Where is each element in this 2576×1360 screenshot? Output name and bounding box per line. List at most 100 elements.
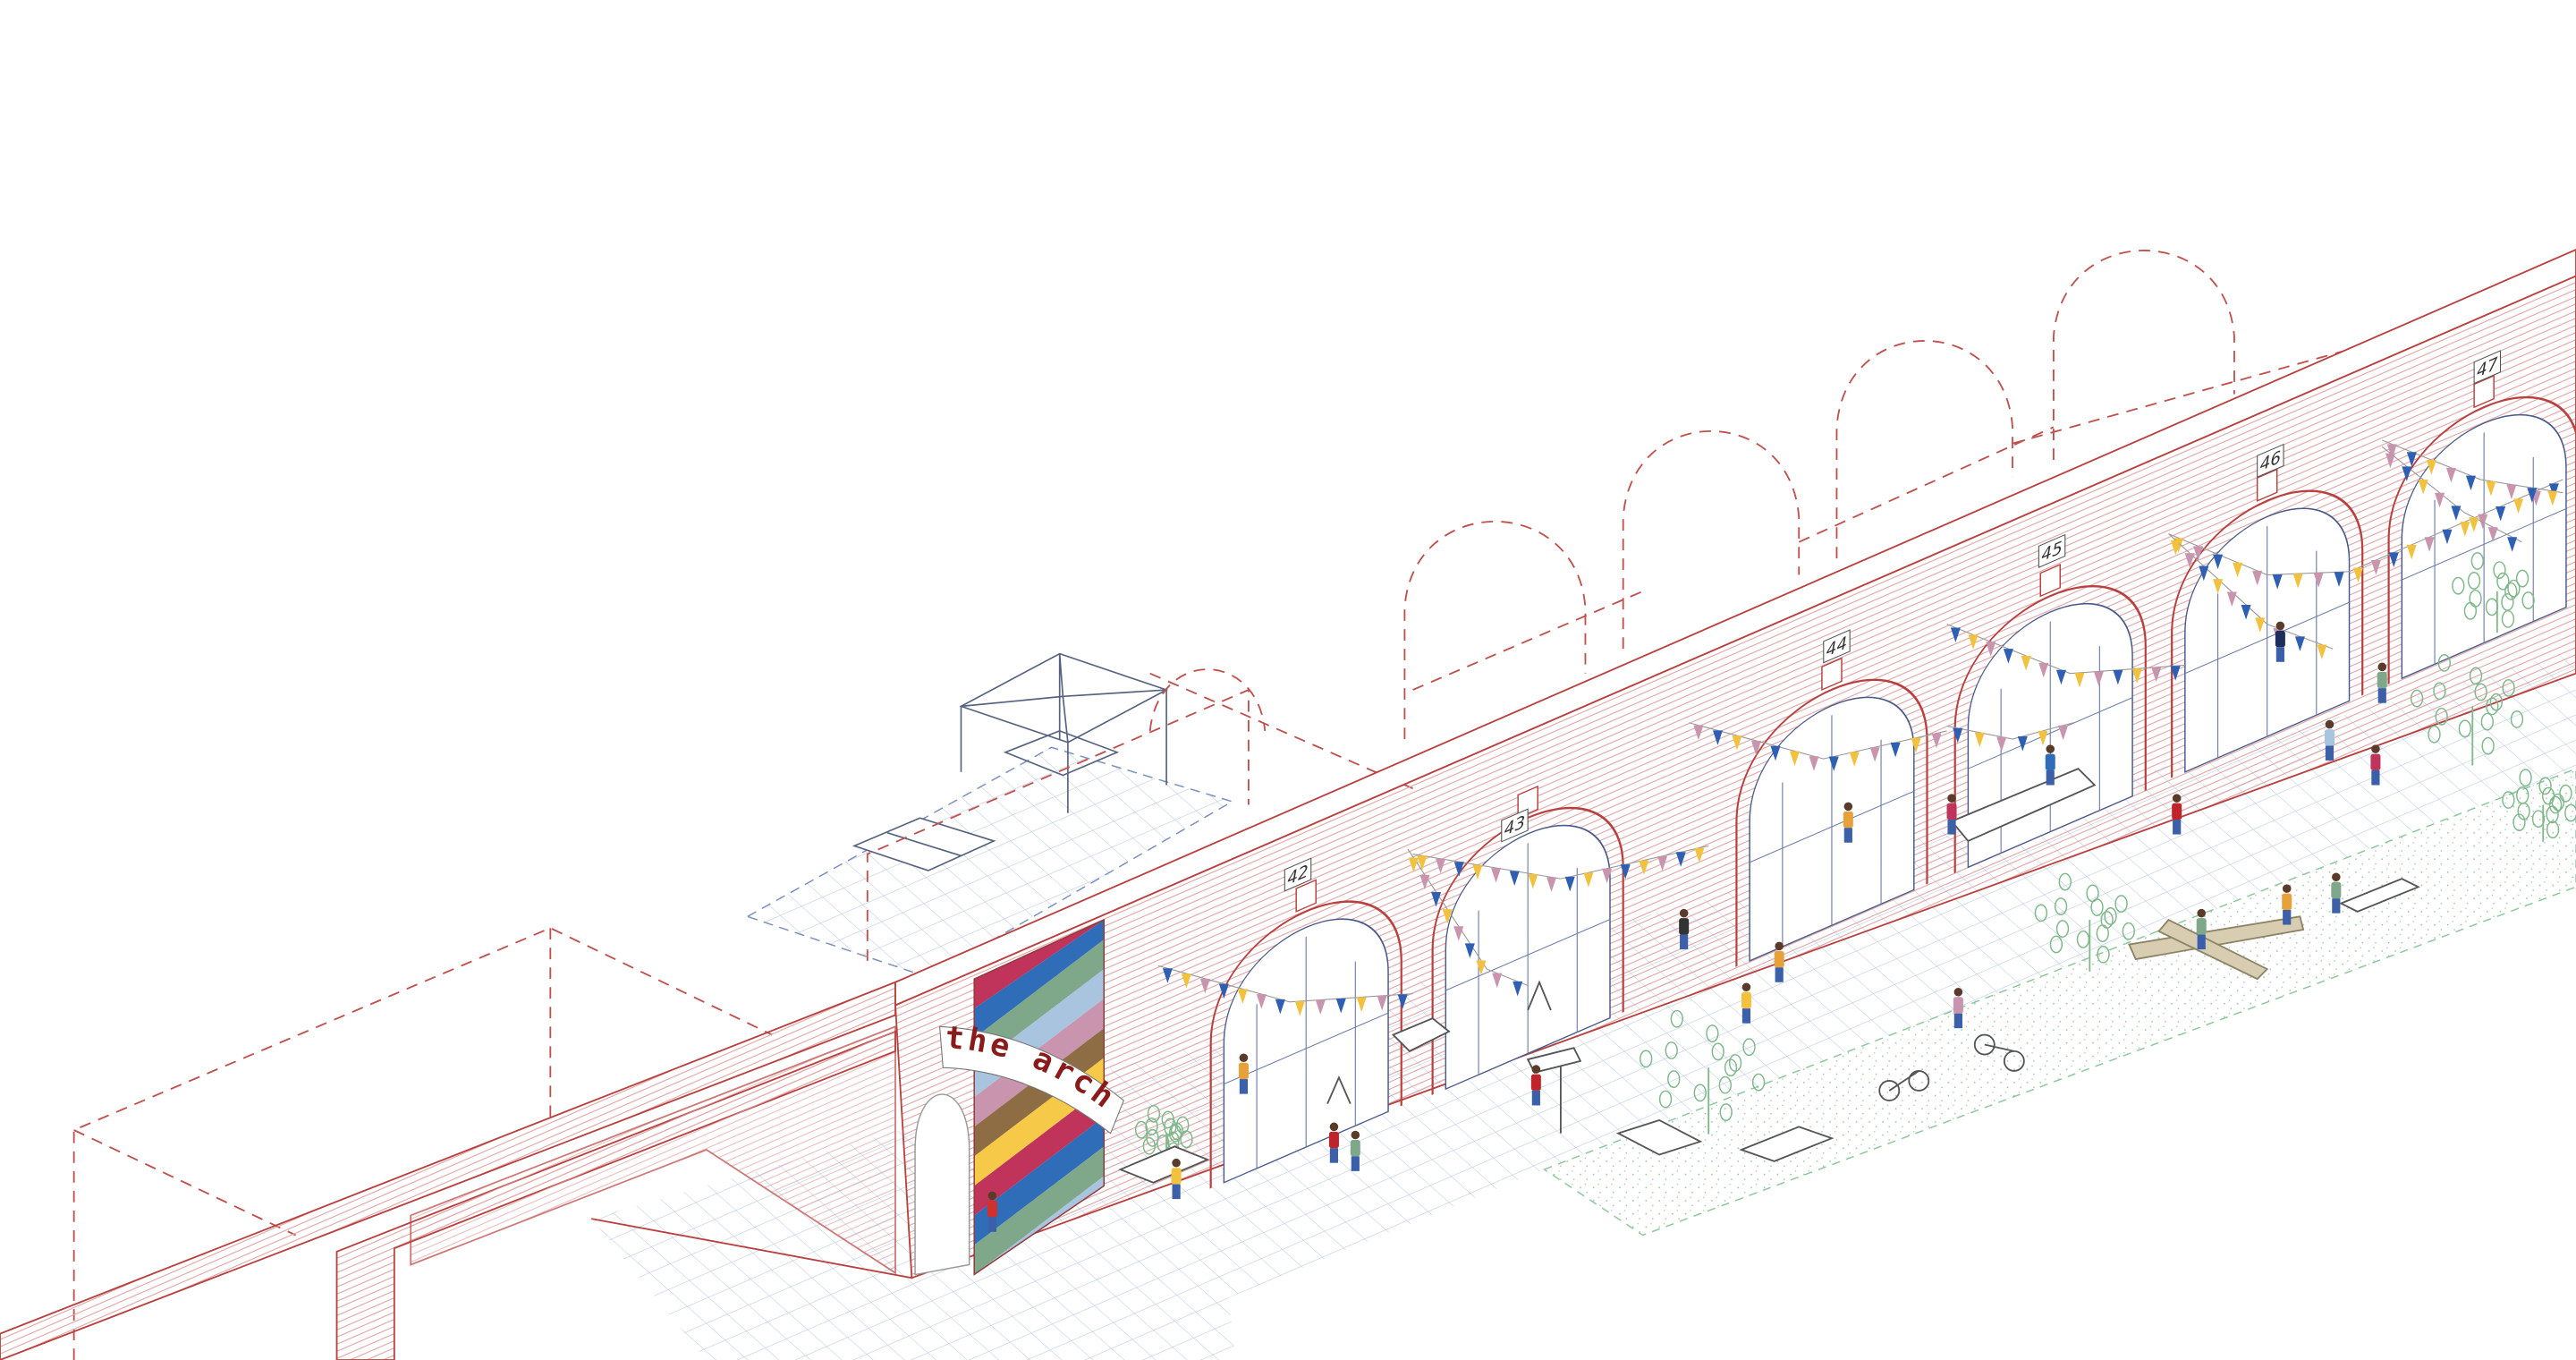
keystone [2256,468,2278,502]
arch-number: 43 [1504,812,1525,840]
bunting-flag [1417,855,1428,871]
person-legs [1843,828,1852,843]
bunting-flag [1492,973,1503,989]
bunting-flag [2469,517,2479,532]
tree-leaf [2493,561,2506,580]
arch-outline [1735,678,1928,967]
bunting-flag [2241,604,2251,620]
arch-mullions [1224,936,1389,1169]
tree-leaf [2433,682,2446,701]
tree-leaf [2122,922,2135,940]
bunting-flag [2038,730,2048,746]
person-head [1947,794,1956,803]
plaque-box [2473,350,2502,385]
bunting-flag [1583,872,1594,888]
person-body [1679,918,1690,935]
bunting-string [1946,722,2074,740]
tree-leaf [2546,820,2560,839]
bunting-flag [1275,999,1285,1015]
tree-leaf [2481,736,2495,755]
keystone [2473,374,2495,409]
bunting-string [2168,533,2334,650]
bunting-flag [1431,891,1442,907]
bunting-flag [1931,733,1942,749]
bunting-flag [2170,540,2181,556]
person [1328,1122,1339,1163]
arch-number: 42 [1287,861,1308,889]
arch-outline [1209,900,1402,1189]
bunting-string [1946,624,2185,675]
mural-stripe [974,1028,1105,1157]
bunting-flag [1828,756,1839,772]
person-head [1351,1130,1360,1140]
tree-leaf [2474,683,2487,701]
person-legs [1351,1156,1360,1171]
bunting-flag [2199,565,2209,582]
bunting-flag [2496,506,2506,522]
tree-leaf [2096,924,2109,943]
person-body [1530,1074,1541,1091]
person-legs [1172,1184,1181,1200]
bunting-flag [2460,522,2470,537]
arch-mullions [2402,432,2566,665]
person [1238,1053,1249,1094]
tree-leaf [2512,813,2526,832]
bunting-flag [2058,725,2069,741]
person-head [2275,621,2285,631]
tree-leaf [1146,1128,1159,1147]
person-body [2282,893,2292,911]
log-play-structure [2128,915,2305,981]
tree-leaf [2502,791,2515,809]
person-body [1328,1131,1339,1149]
bunting-flag [1442,909,1453,924]
bunting-flag [2385,453,2395,469]
bunting-flag [1911,737,1921,753]
person [2331,872,2342,914]
trees [1134,552,2576,1160]
bunting-flag [2527,488,2538,503]
keystone [2039,564,2061,598]
bunting-flag [2451,506,2462,521]
bench [1739,1126,1835,1162]
mural-stripe [974,1146,1105,1275]
person-legs [1680,934,1689,950]
people [987,621,2387,1232]
tree-leaf [2428,725,2441,744]
arch-number-plaque: 44 [1823,629,1851,664]
bunting-flag [2170,666,2181,681]
bunting-flag [1890,742,1901,758]
arch-number-plaque: 45 [2038,533,2066,568]
tree-leaf [1667,1070,1681,1088]
person [1530,1065,1541,1106]
person-legs [1953,1013,1962,1029]
bunting-flag [2426,460,2436,475]
bunting-flag [1199,978,1210,994]
person [1679,908,1690,950]
bunting-flag [2055,669,2066,685]
plaque-box [1823,629,1851,664]
person-legs [1947,820,1956,835]
bunting-flag [2292,574,2303,589]
person-legs [2173,820,2182,835]
bunting-flag [1181,973,1191,989]
bunting-flag [1732,735,1742,751]
tree-leaf [2076,930,2090,948]
person-legs [1239,1079,1248,1094]
bunting-flag [1472,864,1483,880]
tree-leaf [1145,1118,1158,1135]
person-body [2196,918,2207,935]
bunting-flag [1564,876,1575,892]
tree-leaf [1706,1024,1719,1042]
bunting-flag [1294,1001,1305,1016]
bunting-flag [2406,452,2417,467]
tree-leaf [1658,1090,1673,1109]
person-legs [2325,745,2334,761]
bunting-flag [2506,484,2517,500]
bicycle [1973,1033,2025,1072]
bunting-flag [2113,669,2123,685]
person [1171,1158,1182,1200]
arch-number-plaque: 43 [1501,808,1529,843]
